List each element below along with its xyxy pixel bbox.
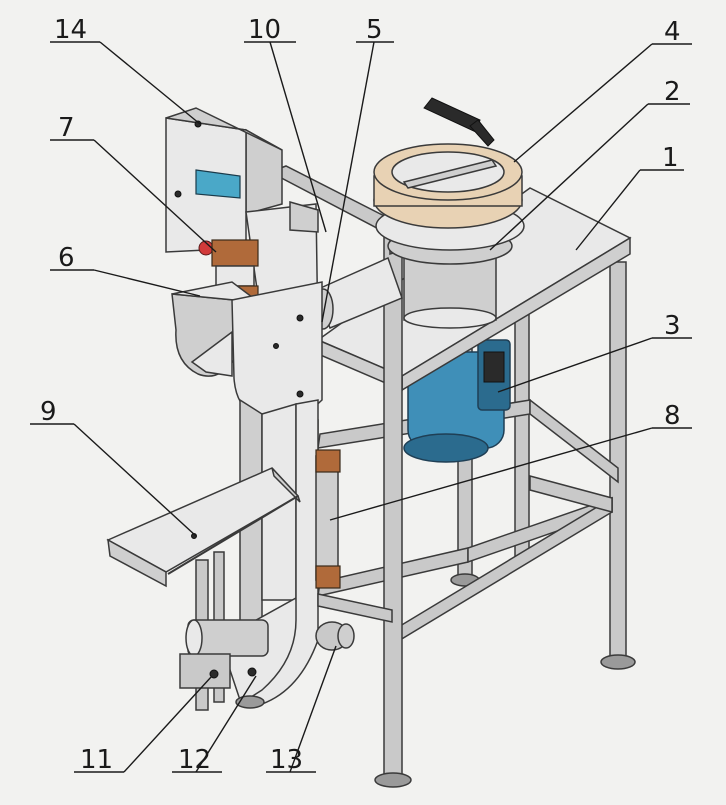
callout-9: 9: [40, 397, 57, 427]
side-plate: [315, 449, 341, 589]
valve-flange: [373, 97, 523, 229]
callout-2: 2: [664, 77, 681, 107]
callout-labels: 1 2 3 4 5 6 7 8 9 10 11 12 13 14: [40, 15, 681, 775]
callout-11: 11: [80, 745, 113, 775]
electric-motor: [403, 339, 511, 463]
callout-leaders: [30, 41, 692, 773]
callout-4: 4: [664, 17, 681, 47]
callout-6: 6: [58, 243, 75, 273]
callout-5: 5: [366, 15, 383, 45]
callout-13: 13: [270, 745, 303, 775]
callout-10: 10: [248, 15, 281, 45]
frame-lower-braces: [317, 398, 619, 642]
callout-1: 1: [662, 143, 679, 173]
conveyor-chute: [106, 467, 301, 588]
vertical-column: [219, 398, 319, 705]
control-box: [165, 107, 283, 253]
callout-8: 8: [664, 401, 681, 431]
callout-14: 14: [54, 15, 87, 45]
callout-7: 7: [58, 113, 75, 143]
bag-clamp-head: [171, 281, 323, 422]
roller-assembly: [179, 619, 269, 709]
callout-12: 12: [178, 745, 211, 775]
wheel-bracket: [315, 593, 393, 651]
callout-3: 3: [664, 311, 681, 341]
